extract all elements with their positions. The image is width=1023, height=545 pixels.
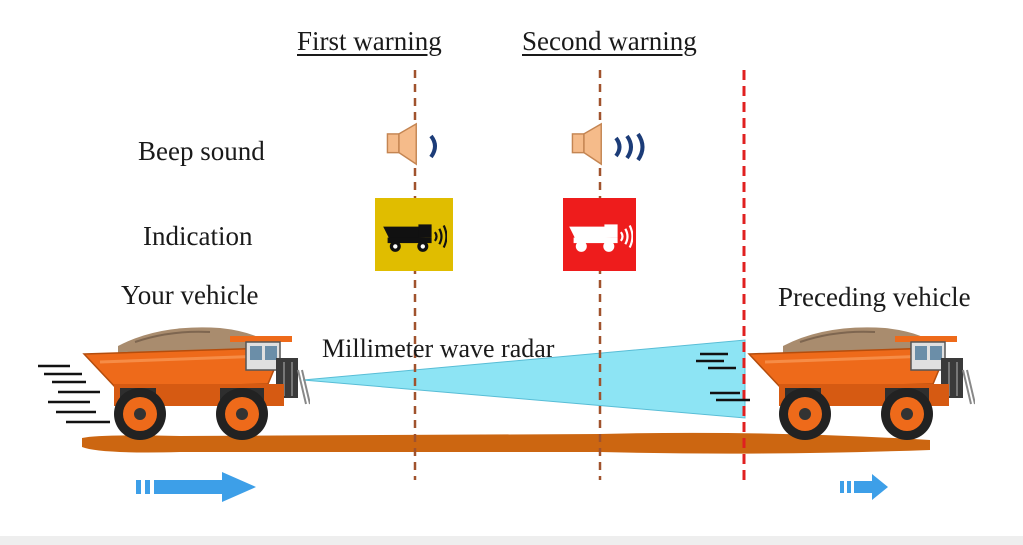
radar-label: Millimeter wave radar (322, 334, 555, 363)
arrow-right-icon (136, 472, 256, 502)
first-warning-header: First warning (297, 26, 442, 56)
arrow-right-icon (840, 474, 888, 500)
footer-strip (0, 536, 1023, 545)
speaker-icon (571, 123, 603, 165)
second-warning-header: Second warning (522, 26, 697, 56)
sound-wave-icon (614, 132, 645, 162)
speaker-icon (386, 123, 418, 165)
indication-label: Indication (143, 221, 253, 251)
road (82, 432, 930, 454)
dump-truck-icon (82, 325, 310, 442)
dump-truck-icon (747, 325, 975, 442)
speed-lines-right (696, 352, 750, 402)
beep-sound-label: Beep sound (138, 136, 265, 166)
preceding-vehicle-label: Preceding vehicle (778, 282, 971, 312)
speed-lines-left (38, 364, 110, 424)
sound-wave-icon (429, 134, 437, 159)
your-vehicle-label: Your vehicle (121, 280, 259, 310)
